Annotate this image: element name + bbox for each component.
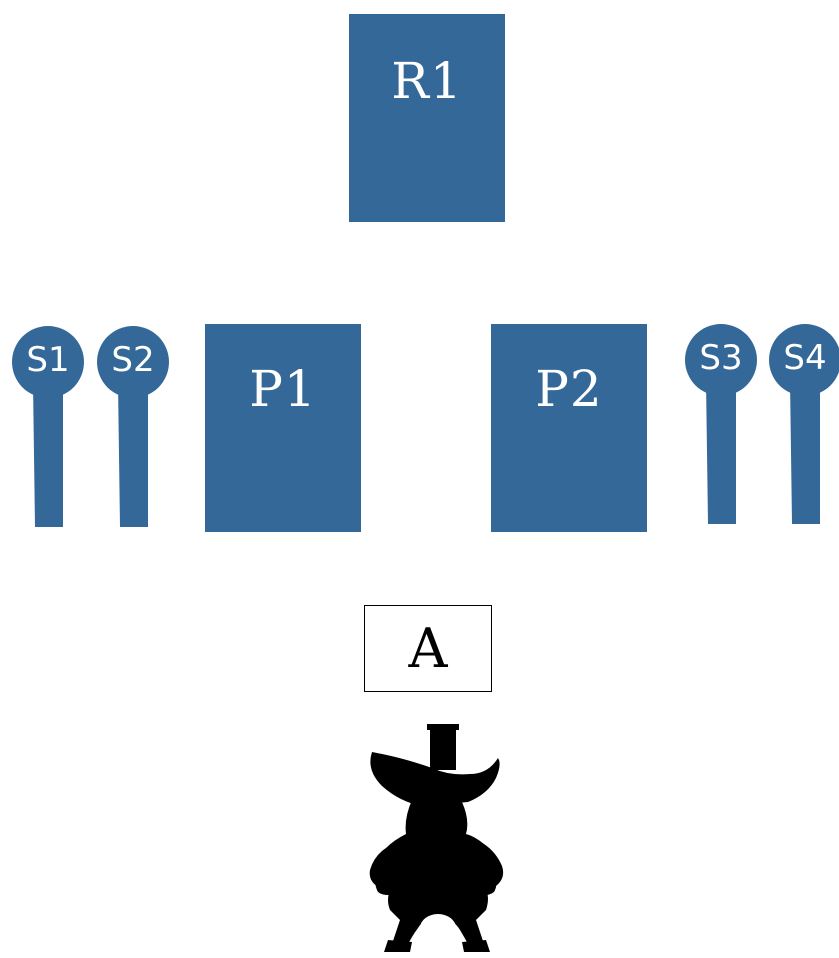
- stick-s4: S4: [768, 323, 839, 533]
- stick-s3-label: S3: [699, 338, 743, 378]
- stick-s2-label: S2: [111, 340, 155, 380]
- stick-s4-label: S4: [783, 338, 827, 378]
- stick-s3-shape: [685, 324, 757, 524]
- stick-s3: S3: [684, 323, 762, 533]
- stick-s1-label: S1: [26, 340, 70, 380]
- stick-s2: S2: [96, 325, 174, 535]
- stick-s1-shape: [12, 326, 84, 527]
- block-r1: R1: [349, 14, 505, 222]
- cowboy-silhouette-icon: [360, 722, 510, 958]
- box-a-label: A: [408, 616, 448, 680]
- block-p1-label: P1: [249, 360, 317, 418]
- block-p1: P1: [205, 324, 361, 532]
- box-a: A: [364, 605, 492, 692]
- cowboy-silhouette-shape: [369, 724, 504, 952]
- block-p2-label: P2: [535, 360, 603, 418]
- block-r1-label: R1: [391, 52, 463, 110]
- stick-s1: S1: [11, 325, 89, 535]
- block-p2: P2: [491, 324, 647, 532]
- stick-s4-shape: [769, 324, 839, 524]
- stick-s2-shape: [97, 326, 169, 527]
